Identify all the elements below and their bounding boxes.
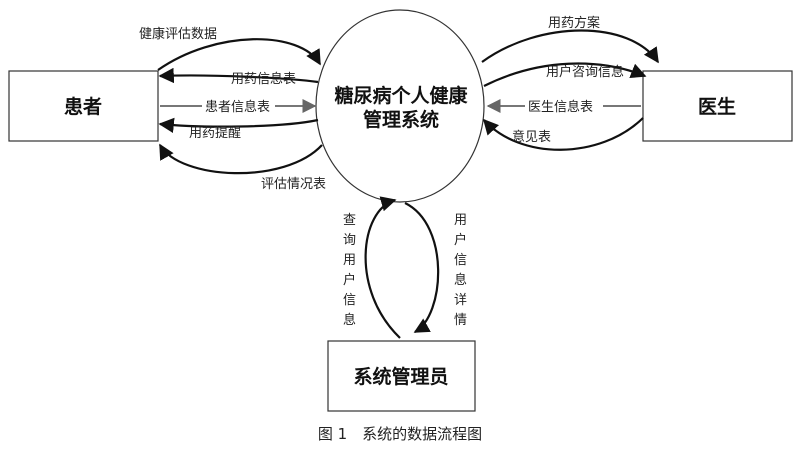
patient-label: 患者 (64, 95, 102, 118)
vertical-label-user-info-details: 用户信息详情 (454, 213, 467, 328)
system-label-line1: 糖尿病个人健康 (334, 84, 468, 107)
flow-assessment-status-table (159, 143, 323, 175)
flow-label-medication-info-table: 用药信息表 (231, 71, 296, 87)
flow-query-user-info (364, 196, 401, 339)
vertical-label-query-user-info: 查询用户信息 (343, 213, 356, 328)
flow-label-doctor-info-table: 医生信息表 (528, 99, 593, 115)
flow-user-info-details (404, 202, 440, 333)
flow-health-assessment-data (157, 38, 321, 71)
flow-label-medication-plan: 用药方案 (548, 15, 600, 31)
flow-user-consultation-info (483, 62, 647, 87)
patient-node (8, 70, 159, 142)
flow-medication-info-table (158, 67, 319, 84)
flow-label-user-consultation-info: 用户咨询信息 (546, 64, 624, 80)
flow-label-assessment-status-table: 评估情况表 (261, 177, 326, 192)
figure-caption: 图 1 系统的数据流程图 (318, 425, 482, 443)
doctor-node (642, 70, 793, 142)
flow-medication-reminder (158, 117, 319, 134)
admin-node (327, 340, 476, 412)
flow-label-medication-reminder: 用药提醒 (189, 125, 241, 141)
admin-label: 系统管理员 (353, 365, 448, 388)
doctor-label: 医生 (698, 95, 736, 118)
flow-label-patient-info-table: 患者信息表 (205, 99, 270, 115)
system-label-line2: 管理系统 (363, 108, 439, 131)
flow-label-opinion-table: 意见表 (512, 129, 551, 145)
flow-medication-plan (481, 29, 659, 64)
flow-opinion-table (482, 117, 644, 151)
flow-label-health-assessment-data: 健康评估数据 (139, 26, 217, 42)
